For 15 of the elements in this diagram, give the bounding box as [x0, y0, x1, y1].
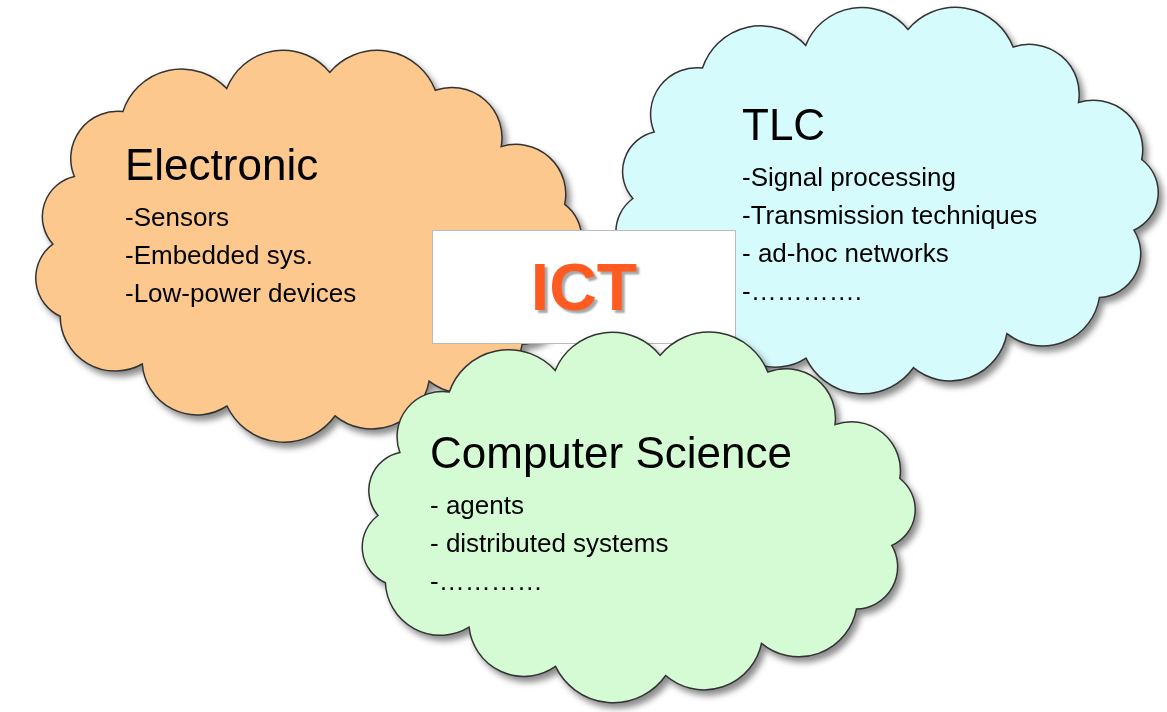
- topic-item: -Transmission techniques: [742, 199, 1038, 232]
- topic-item: -Low-power devices: [125, 277, 357, 310]
- topic-item: - distributed systems: [430, 527, 670, 560]
- topic-item: - ad-hoc networks: [742, 237, 950, 270]
- cloud-heading: TLC: [742, 100, 827, 150]
- topic-item: -………….: [742, 275, 863, 308]
- topic-item: -…………: [430, 565, 544, 598]
- topic-item: -Embedded sys.: [125, 239, 314, 272]
- card-title: ICT: [530, 249, 638, 325]
- topic-item: -Signal processing: [742, 161, 957, 194]
- cloud-heading: Computer Science: [430, 428, 792, 478]
- title-card: [432, 230, 736, 344]
- topic-item: -Sensors: [125, 201, 231, 234]
- cloud-heading: Electronic: [125, 140, 320, 190]
- topic-item: - agents: [430, 489, 525, 522]
